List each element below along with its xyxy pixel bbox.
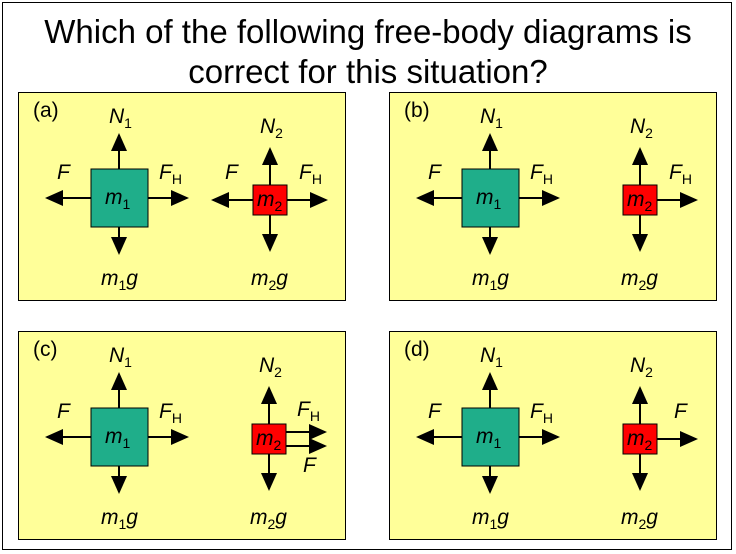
diagram-a: (a) m1 N1 F FH m1g m2 N2 F FH m2g: [33, 99, 328, 293]
panel-c: (c) m1 N1 F FH m1g m2 N2 FH F m2g: [18, 331, 346, 540]
panel-a: (a) m1 N1 F FH m1g m2 N2 F FH m2g: [18, 92, 346, 301]
block-m2-diagram: m2 N2 FH m2g: [621, 115, 698, 293]
block-m1-diagram: m1 N1 F FH m1g: [416, 344, 560, 532]
label-FH: FH: [530, 400, 553, 426]
label-F: F: [428, 161, 442, 184]
block-m1: [461, 407, 520, 467]
label-FH: FH: [159, 400, 182, 426]
label-m1: m1: [105, 425, 131, 451]
label-m2: m2: [627, 188, 653, 214]
block-m1-diagram: m1 N1 F FH m1g: [45, 105, 189, 293]
label-m2: m2: [256, 427, 282, 453]
label-m1g: m1g: [472, 267, 509, 293]
block-m2-diagram: m2 N2 F m2g: [621, 354, 698, 532]
panel-label: (a): [33, 99, 59, 122]
label-N2: N2: [630, 115, 653, 141]
block-m2-diagram: m2 N2 F FH m2g: [211, 115, 328, 293]
label-N1: N1: [109, 344, 132, 370]
label-FH: FH: [159, 161, 182, 187]
label-N1: N1: [109, 105, 132, 131]
label-N1: N1: [480, 105, 503, 131]
label-m1g: m1g: [101, 506, 138, 532]
block-m2: [622, 184, 658, 216]
label-m1g: m1g: [472, 506, 509, 532]
title-line-2: correct for this situation?: [188, 53, 548, 90]
label-m2g: m2g: [250, 506, 287, 532]
panel-label: (c): [33, 338, 58, 361]
label-m2g: m2g: [621, 506, 658, 532]
diagram-c: (c) m1 N1 F FH m1g m2 N2 FH F m2g: [33, 338, 327, 532]
panel-b: (b) m1 N1 F FH m1g m2 N2 FH m2g: [389, 92, 717, 301]
label-m2: m2: [257, 188, 283, 214]
panel-label: (b): [404, 99, 430, 122]
diagram-b: (b) m1 N1 F FH m1g m2 N2 FH m2g: [404, 99, 698, 293]
panel-d: (d) m1 N1 F FH m1g m2 N2 F m2g: [389, 331, 717, 540]
label-N1: N1: [480, 344, 503, 370]
label-FH: FH: [530, 161, 553, 187]
label-m2g: m2g: [621, 267, 658, 293]
label-FH: FH: [299, 161, 322, 187]
label-FH: FH: [297, 398, 320, 424]
label-F: F: [57, 161, 71, 184]
block-m1-diagram: m1 N1 F FH m1g: [45, 344, 189, 532]
label-m1: m1: [476, 425, 502, 451]
block-m1: [461, 168, 520, 228]
diagram-d: (d) m1 N1 F FH m1g m2 N2 F m2g: [404, 338, 698, 532]
panel-label: (d): [404, 338, 430, 361]
label-F: F: [57, 400, 71, 423]
label-N2: N2: [260, 115, 283, 141]
label-m1: m1: [476, 186, 502, 212]
label-F: F: [674, 400, 688, 423]
block-m1-diagram: m1 N1 F FH m1g: [416, 105, 560, 293]
block-m2: [252, 184, 288, 216]
label-m1g: m1g: [101, 267, 138, 293]
label-FH: FH: [669, 161, 692, 187]
title-line-1: Which of the following free-body diagram…: [44, 13, 692, 50]
block-m2: [251, 423, 287, 455]
block-m1: [90, 168, 149, 228]
label-m2: m2: [627, 427, 653, 453]
label-m2g: m2g: [251, 267, 288, 293]
label-N2: N2: [259, 354, 282, 380]
label-N2: N2: [630, 354, 653, 380]
slide-title: Which of the following free-body diagram…: [0, 12, 736, 92]
block-m2-diagram: m2 N2 FH F m2g: [250, 354, 327, 532]
label-F: F: [303, 454, 317, 477]
label-F: F: [225, 161, 239, 184]
block-m1: [90, 407, 149, 467]
block-m2: [622, 423, 658, 455]
label-m1: m1: [105, 186, 131, 212]
label-F: F: [428, 400, 442, 423]
